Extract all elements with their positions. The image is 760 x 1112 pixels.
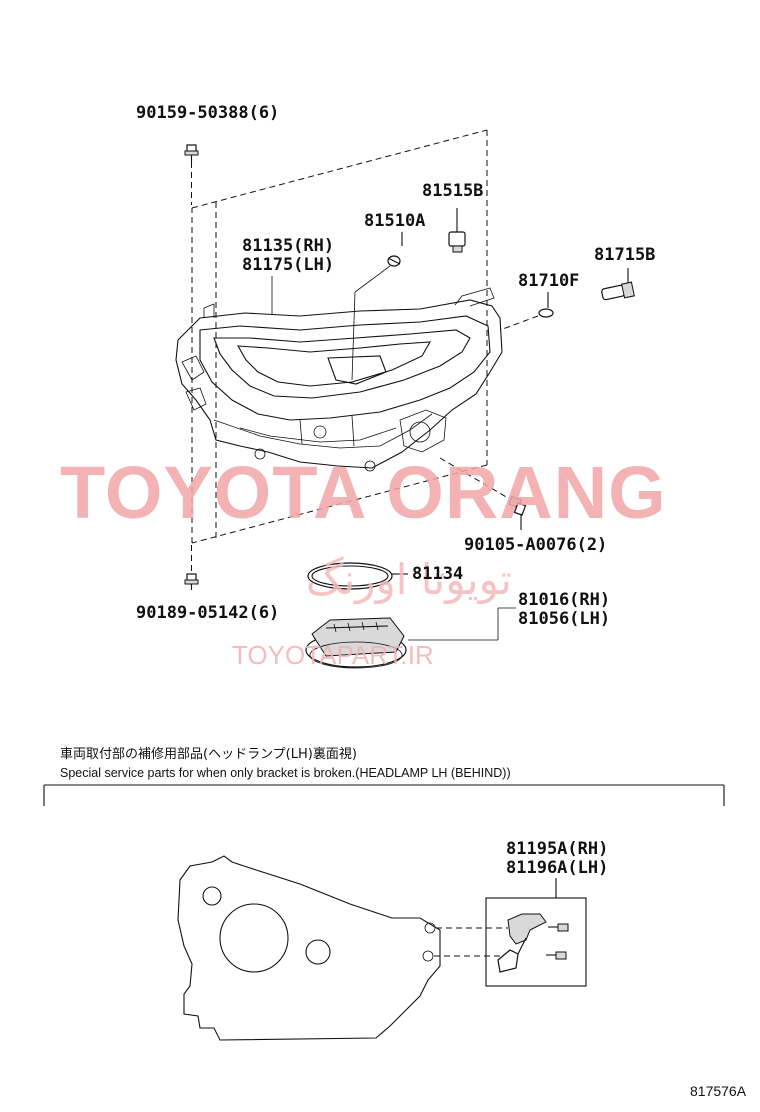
side-socket-icon xyxy=(601,268,635,301)
label-headlamp-rh: 81135(RH) xyxy=(242,236,334,256)
label-bulb-socket: 81515B xyxy=(422,181,483,201)
headlamp-assembly xyxy=(175,287,503,472)
label-side-socket: 81715B xyxy=(594,245,655,265)
bracket-screw-icon xyxy=(546,923,569,960)
watermark-persian: تویوتا اورنگ xyxy=(306,555,512,604)
label-computer-rh: 81016(RH) xyxy=(518,590,610,610)
headlamp-back-outline xyxy=(177,855,441,1041)
note-japanese: 車両取付部の補修用部品(ヘッドランプ(LH)裏面視) xyxy=(60,747,357,762)
label-side-bulb: 81710F xyxy=(518,271,579,291)
bulb-icon xyxy=(351,232,403,381)
note-english: Special service parts for when only brac… xyxy=(60,766,511,780)
section-divider xyxy=(43,784,725,806)
bulb-socket-icon xyxy=(448,208,466,253)
watermark-url: TOYOTAPART.IR xyxy=(232,640,434,670)
label-bracket-lh: 81196A(LH) xyxy=(506,858,608,878)
bolt-top-icon xyxy=(184,144,199,205)
label-gasket: 81134 xyxy=(412,564,463,584)
label-bracket-rh: 81195A(RH) xyxy=(506,839,608,859)
assembly-outline xyxy=(191,129,488,544)
bolt-bottom-icon xyxy=(184,545,199,590)
label-bolt-top: 90159-50388(6) xyxy=(136,103,279,123)
label-bulb: 81510A xyxy=(364,211,425,231)
screw-right-icon xyxy=(439,457,527,530)
lamp-computer-icon xyxy=(305,617,407,669)
diagram-id: 817576A xyxy=(690,1083,747,1099)
watermark-main: TOYOTA ORANG xyxy=(60,451,667,534)
label-computer-lh: 81056(LH) xyxy=(518,609,610,629)
leader-lines xyxy=(271,276,516,641)
bracket-kit xyxy=(434,878,587,987)
gasket-icon xyxy=(307,562,408,590)
side-bulb-icon xyxy=(499,292,554,331)
label-screw-right: 90105-A0076(2) xyxy=(464,535,607,555)
label-headlamp-lh: 81175(LH) xyxy=(242,255,334,275)
label-bolt-bottom: 90189-05142(6) xyxy=(136,603,279,623)
